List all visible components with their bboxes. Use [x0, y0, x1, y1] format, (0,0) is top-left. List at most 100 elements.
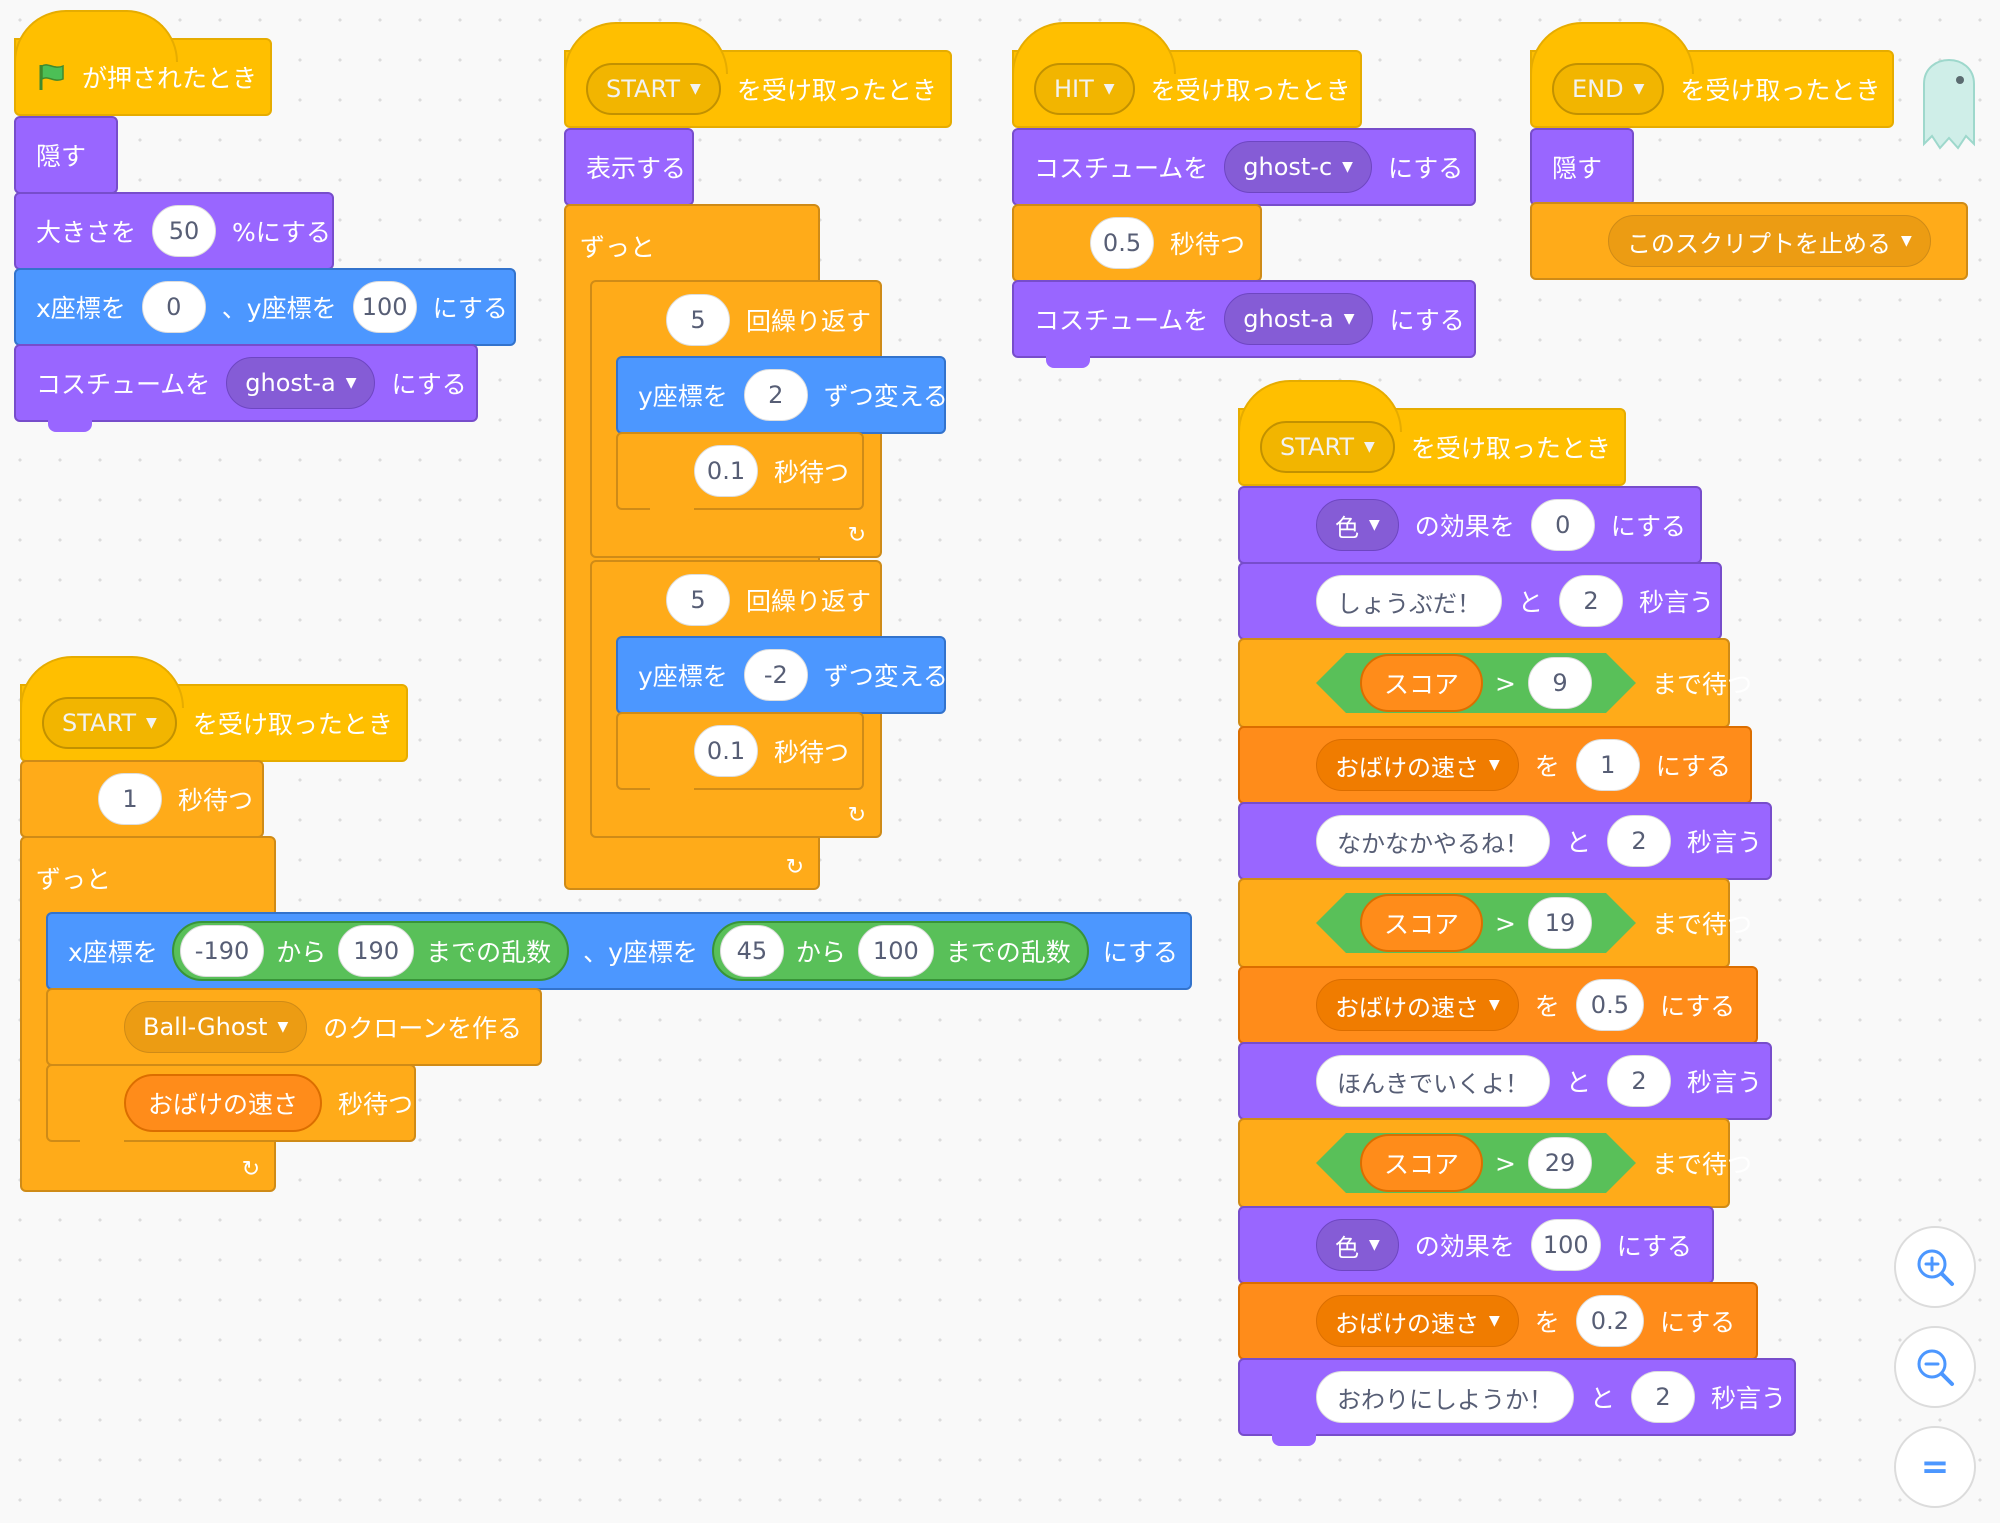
- variable-dropdown[interactable]: おばけの速さ▼: [1316, 1295, 1519, 1347]
- say-seconds-input[interactable]: 2: [1559, 575, 1624, 627]
- say-seconds-input[interactable]: 2: [1607, 815, 1672, 867]
- say-for-secs-block[interactable]: なかなかやるね！ と 2 秒言う: [1238, 802, 1772, 890]
- block-label: 秒待つ: [774, 738, 850, 767]
- stop-option-dropdown[interactable]: このスクリプトを止める▼: [1608, 215, 1931, 267]
- effect-value-input[interactable]: 0: [1530, 499, 1595, 551]
- stop-script-block[interactable]: このスクリプトを止める▼: [1530, 202, 1968, 280]
- wait-block[interactable]: 1 秒待つ: [20, 760, 264, 848]
- random-y-operator[interactable]: 45 から 100 までの乱数: [711, 921, 1089, 981]
- effect-dropdown[interactable]: 色▼: [1316, 499, 1399, 551]
- costume-dropdown[interactable]: ghost-c▼: [1224, 141, 1372, 193]
- change-y-input[interactable]: 2: [743, 369, 808, 421]
- compare-value-input[interactable]: 19: [1528, 897, 1592, 949]
- wait-variable-block[interactable]: おばけの速さ 秒待つ: [46, 1064, 416, 1152]
- switch-costume-block[interactable]: コスチュームを ghost-a▼ にする: [1012, 280, 1476, 368]
- zoom-in-button[interactable]: [1894, 1226, 1976, 1308]
- change-y-block-2[interactable]: y座標を -2 ずつ変える: [616, 636, 948, 724]
- message-dropdown[interactable]: START▼: [1260, 421, 1395, 473]
- hit-hat[interactable]: HIT▼ を受け取ったとき: [1012, 22, 1362, 128]
- say-seconds-input[interactable]: 2: [1631, 1371, 1696, 1423]
- hide-block[interactable]: 隠す: [1530, 128, 1634, 216]
- goto-random-xy-block[interactable]: x座標を -190 から 190 までの乱数 、y座標を 45 から 100 ま…: [46, 912, 1192, 1000]
- message-dropdown[interactable]: START▼: [586, 63, 721, 115]
- random-from-input[interactable]: -190: [179, 925, 265, 977]
- say-text-input[interactable]: ほんきでいくよ！: [1316, 1055, 1550, 1107]
- set-variable-block[interactable]: おばけの速さ▼ を 0.2 にする: [1238, 1282, 1758, 1370]
- compare-value-input[interactable]: 9: [1528, 657, 1592, 709]
- start-hat-3[interactable]: START▼ を受け取ったとき: [1238, 380, 1626, 486]
- block-label: ずっと: [580, 233, 656, 262]
- wait-block[interactable]: 0.5 秒待つ: [1012, 204, 1262, 292]
- green-flag-hat[interactable]: が押されたとき: [14, 10, 272, 116]
- say-text-input[interactable]: しょうぶだ！: [1316, 575, 1502, 627]
- message-dropdown[interactable]: HIT▼: [1034, 63, 1135, 115]
- show-block[interactable]: 表示する: [564, 128, 694, 216]
- change-y-input[interactable]: -2: [743, 649, 808, 701]
- wait-seconds-input[interactable]: 0.5: [1090, 217, 1154, 269]
- wait-until-block[interactable]: スコア > 29 まで待つ: [1238, 1118, 1752, 1218]
- compare-value-input[interactable]: 29: [1528, 1137, 1592, 1189]
- variable-value-input[interactable]: 1: [1575, 739, 1640, 791]
- variable-value-input[interactable]: 0.5: [1575, 979, 1644, 1031]
- set-size-block[interactable]: 大きさを 50 %にする: [14, 192, 334, 280]
- block-label: にする: [1659, 992, 1736, 1021]
- say-for-secs-block[interactable]: しょうぶだ！ と 2 秒言う: [1238, 562, 1722, 650]
- set-effect-block[interactable]: 色▼ の効果を 100 にする: [1238, 1206, 1714, 1294]
- greater-than-operator[interactable]: スコア > 9: [1316, 653, 1636, 713]
- set-effect-block[interactable]: 色▼ の効果を 0 にする: [1238, 486, 1702, 574]
- goto-xy-block[interactable]: x座標を 0 、y座標を 100 にする: [14, 268, 516, 356]
- score-variable-reporter[interactable]: スコア: [1360, 894, 1483, 952]
- costume-dropdown[interactable]: ghost-a▼: [1224, 293, 1374, 345]
- speed-variable-reporter[interactable]: おばけの速さ: [124, 1074, 323, 1132]
- say-text-input[interactable]: なかなかやるね！: [1316, 815, 1550, 867]
- dropdown-value: START: [606, 75, 681, 103]
- clone-target-dropdown[interactable]: Ball-Ghost▼: [124, 1001, 308, 1053]
- effect-value-input[interactable]: 100: [1530, 1219, 1601, 1271]
- variable-dropdown[interactable]: おばけの速さ▼: [1316, 979, 1519, 1031]
- greater-than-operator[interactable]: スコア > 29: [1316, 1133, 1636, 1193]
- start-hat-2[interactable]: START▼ を受け取ったとき: [20, 656, 408, 762]
- costume-dropdown[interactable]: ghost-a▼: [226, 357, 376, 409]
- wait-until-block[interactable]: スコア > 9 まで待つ: [1238, 638, 1752, 738]
- wait-seconds-input[interactable]: 0.1: [694, 445, 758, 497]
- zoom-out-button[interactable]: [1894, 1326, 1976, 1408]
- wait-until-block[interactable]: スコア > 19 まで待つ: [1238, 878, 1752, 978]
- random-to-input[interactable]: 100: [857, 925, 934, 977]
- random-x-operator[interactable]: -190 から 190 までの乱数: [171, 921, 570, 981]
- change-y-block-1[interactable]: y座標を 2 ずつ変える: [616, 356, 948, 444]
- size-input[interactable]: 50: [152, 205, 217, 257]
- start-hat-1[interactable]: START▼ を受け取ったとき: [564, 22, 952, 128]
- message-dropdown[interactable]: END▼: [1552, 63, 1665, 115]
- set-variable-block[interactable]: おばけの速さ▼ を 0.5 にする: [1238, 966, 1758, 1054]
- score-variable-reporter[interactable]: スコア: [1360, 654, 1483, 712]
- switch-costume-block[interactable]: コスチュームを ghost-c▼ にする: [1012, 128, 1476, 216]
- create-clone-block[interactable]: Ball-Ghost▼ のクローンを作る: [46, 988, 542, 1076]
- variable-value-input[interactable]: 0.2: [1575, 1295, 1644, 1347]
- score-variable-reporter[interactable]: スコア: [1360, 1134, 1483, 1192]
- effect-dropdown[interactable]: 色▼: [1316, 1219, 1399, 1271]
- wait-seconds-input[interactable]: 0.1: [694, 725, 758, 777]
- end-hat[interactable]: END▼ を受け取ったとき: [1530, 22, 1894, 128]
- repeat-count-input[interactable]: 5: [666, 294, 730, 346]
- say-seconds-input[interactable]: 2: [1607, 1055, 1672, 1107]
- block-label: y座標を: [638, 662, 728, 691]
- say-for-secs-block[interactable]: ほんきでいくよ！ と 2 秒言う: [1238, 1042, 1772, 1130]
- switch-costume-block[interactable]: コスチュームを ghost-a▼ にする: [14, 344, 478, 432]
- wait-block-1[interactable]: 0.1 秒待つ: [616, 432, 864, 520]
- hide-block[interactable]: 隠す: [14, 116, 118, 204]
- y-input[interactable]: 100: [352, 281, 417, 333]
- x-input[interactable]: 0: [141, 281, 206, 333]
- greater-than-operator[interactable]: スコア > 19: [1316, 893, 1636, 953]
- message-dropdown[interactable]: START▼: [42, 697, 177, 749]
- say-text-input[interactable]: おわりにしようか！: [1316, 1371, 1574, 1423]
- say-for-secs-block[interactable]: おわりにしようか！ と 2 秒言う: [1238, 1358, 1796, 1446]
- set-variable-block[interactable]: おばけの速さ▼ を 1 にする: [1238, 726, 1752, 814]
- random-from-input[interactable]: 45: [719, 925, 784, 977]
- repeat-count-input[interactable]: 5: [666, 574, 730, 626]
- block-label: 表示する: [586, 154, 687, 183]
- wait-block-2[interactable]: 0.1 秒待つ: [616, 712, 864, 800]
- variable-dropdown[interactable]: おばけの速さ▼: [1316, 739, 1519, 791]
- random-to-input[interactable]: 190: [338, 925, 415, 977]
- zoom-reset-button[interactable]: =: [1894, 1426, 1976, 1508]
- wait-seconds-input[interactable]: 1: [98, 773, 162, 825]
